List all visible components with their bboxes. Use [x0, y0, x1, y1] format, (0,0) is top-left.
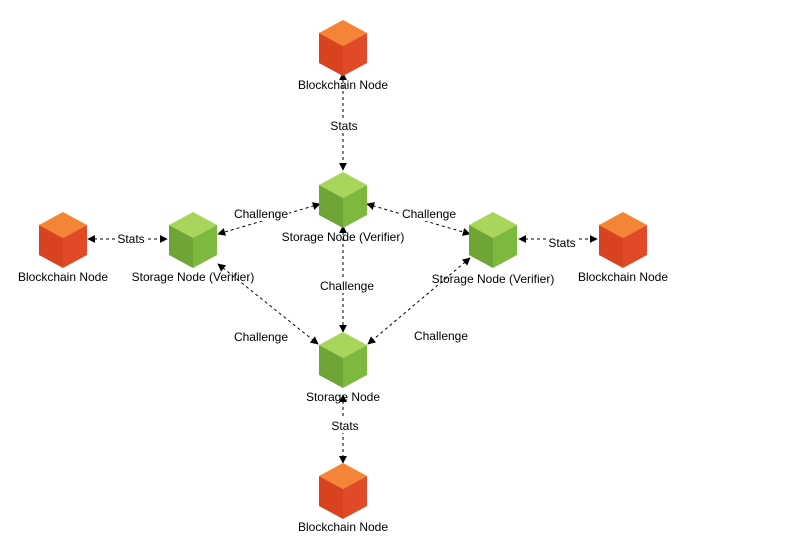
- cube-right-face: [493, 225, 517, 268]
- cube-left-face: [319, 476, 343, 519]
- cube-left-face: [319, 185, 343, 228]
- node-blockchain-bottom[interactable]: Blockchain Node: [298, 463, 388, 534]
- node-storage-center[interactable]: Storage Node (Verifier): [282, 172, 405, 244]
- cube-left-face: [39, 225, 63, 268]
- label-bg: [233, 206, 289, 221]
- node-label: Storage Node (Verifier): [282, 230, 405, 244]
- cube-right-face: [343, 476, 367, 519]
- cube-right-face: [623, 225, 647, 268]
- node-label: Storage Node (Verifier): [132, 270, 255, 284]
- node-storage-right[interactable]: Storage Node (Verifier): [432, 212, 555, 286]
- cube-left-face: [469, 225, 493, 268]
- node-storage-bottom[interactable]: Storage Node: [306, 332, 380, 404]
- node-blockchain-top[interactable]: Blockchain Node: [298, 20, 388, 92]
- edge-label-center-right-challenge: Challenge: [402, 207, 456, 221]
- edge-labels: Stats Stats Stats Stats Challenge Challe…: [116, 118, 577, 433]
- cube-left-face: [169, 225, 193, 268]
- node-label: Storage Node: [306, 390, 380, 404]
- node-label: Blockchain Node: [18, 270, 108, 284]
- node-label: Blockchain Node: [578, 270, 668, 284]
- node-storage-left[interactable]: Storage Node (Verifier): [132, 212, 255, 284]
- label-bg: [319, 278, 375, 293]
- cube-right-face: [343, 33, 367, 76]
- edge-label-bottom-stats: Stats: [331, 419, 358, 433]
- cube-left-face: [599, 225, 623, 268]
- edge-label-center-bottom-challenge: Challenge: [320, 279, 374, 293]
- label-bg: [330, 418, 360, 433]
- node-blockchain-left[interactable]: Blockchain Node: [18, 212, 108, 284]
- label-bg: [116, 231, 146, 246]
- label-bg: [547, 235, 577, 250]
- edge-label-right-stats: Stats: [548, 236, 575, 250]
- edge-label-center-left-challenge: Challenge: [234, 207, 288, 221]
- node-label: Blockchain Node: [298, 520, 388, 534]
- cube-right-face: [343, 345, 367, 388]
- cube-right-face: [193, 225, 217, 268]
- label-bg: [329, 118, 359, 133]
- edge-label-top-stats: Stats: [330, 119, 357, 133]
- label-bg: [401, 206, 457, 221]
- edge-label-left-stats: Stats: [117, 232, 144, 246]
- edge-right-bottom-challenge: [367, 257, 471, 345]
- node-label: Storage Node (Verifier): [432, 272, 555, 286]
- nodes: Blockchain Node Blockchain Node Blockcha…: [18, 20, 668, 534]
- edge-label-left-bottom-challenge: Challenge: [234, 330, 288, 344]
- edge-label-right-bottom-challenge: Challenge: [414, 329, 468, 343]
- cube-left-face: [319, 33, 343, 76]
- cube-right-face: [63, 225, 87, 268]
- node-label: Blockchain Node: [298, 78, 388, 92]
- cube-left-face: [319, 345, 343, 388]
- node-blockchain-right[interactable]: Blockchain Node: [578, 212, 668, 284]
- cube-right-face: [343, 185, 367, 228]
